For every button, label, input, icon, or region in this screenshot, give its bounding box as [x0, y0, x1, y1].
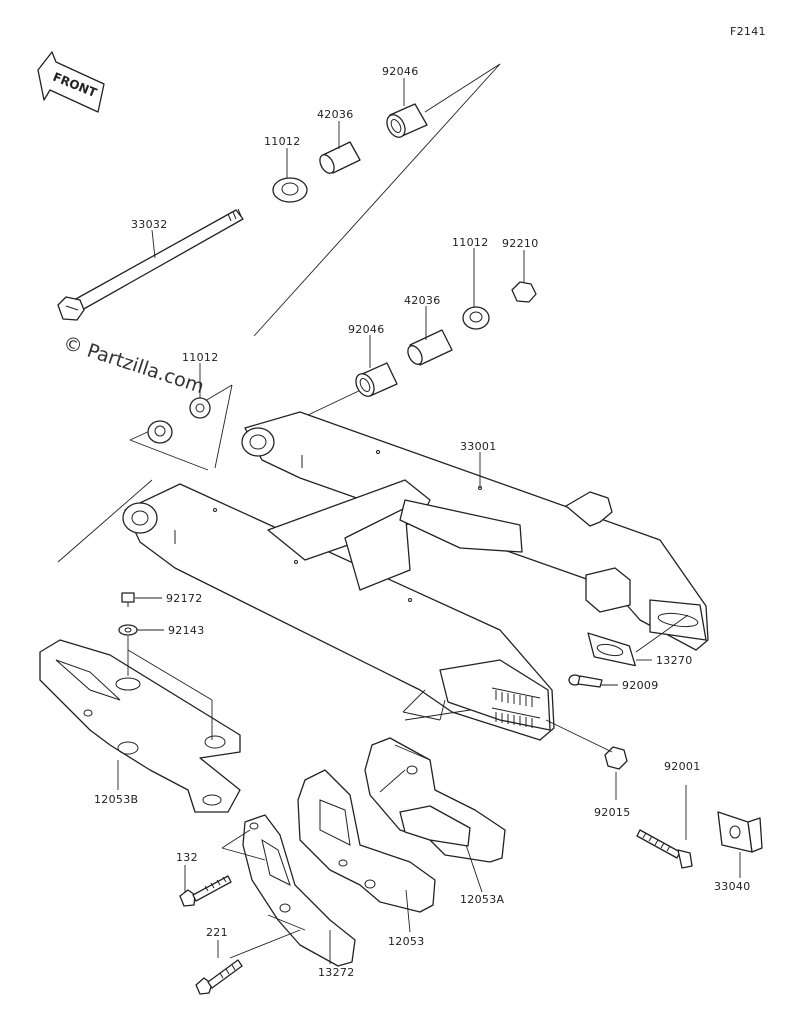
collar-11012-mid — [462, 306, 490, 330]
sleeve-42036-top — [319, 141, 361, 174]
washer-92143 — [118, 624, 138, 636]
bolt-221 — [195, 959, 243, 995]
label-92210: 92210 — [502, 237, 539, 250]
nut-92210 — [511, 281, 537, 303]
label-92009: 92009 — [622, 679, 659, 692]
label-33040: 33040 — [714, 880, 751, 893]
label-12053: 12053 — [388, 935, 425, 948]
label-12053A: 12053A — [460, 893, 504, 906]
label-13272: 13272 — [318, 966, 355, 979]
label-92143: 92143 — [168, 624, 205, 637]
label-13270: 13270 — [656, 654, 693, 667]
collar-11012-left-b — [189, 397, 211, 419]
label-42036-top: 42036 — [317, 108, 354, 121]
plate-13270 — [587, 632, 636, 667]
front-arrow-icon: FRONT — [37, 51, 105, 113]
swingarm-33001 — [122, 411, 709, 741]
sleeve-42036-mid — [407, 329, 453, 366]
block-33040 — [717, 811, 763, 853]
label-11012-top: 11012 — [264, 135, 301, 148]
bolt-92001 — [636, 829, 693, 869]
chain-guide-12053A — [364, 737, 506, 863]
label-33032: 33032 — [131, 218, 168, 231]
figure-code: F2141 — [730, 25, 766, 38]
bearing-92046-top — [386, 103, 428, 138]
watermark: © Partzilla.com — [60, 332, 206, 398]
nut-92015 — [604, 746, 628, 770]
bolt-92172 — [121, 592, 135, 607]
label-92046-mid: 92046 — [348, 323, 385, 336]
label-132: 132 — [176, 851, 198, 864]
label-92172: 92172 — [166, 592, 203, 605]
label-221: 221 — [206, 926, 228, 939]
screw-92009 — [568, 674, 603, 688]
label-92015: 92015 — [594, 806, 631, 819]
collar-11012-left — [147, 420, 173, 444]
chain-guide-12053 — [297, 769, 436, 913]
label-92001: 92001 — [664, 760, 701, 773]
plate-13272 — [242, 814, 356, 967]
chain-guide-12053B — [39, 639, 241, 813]
leader-lines — [117, 78, 741, 964]
part-labels: 92046 42036 11012 33032 92210 11012 4203… — [94, 65, 751, 979]
label-11012-mid: 11012 — [452, 236, 489, 249]
pivot-shaft-33032 — [57, 208, 244, 321]
label-92046-top: 92046 — [382, 65, 419, 78]
label-33001: 33001 — [460, 440, 497, 453]
label-12053B: 12053B — [94, 793, 138, 806]
bolt-132 — [179, 875, 232, 907]
collar-11012-top — [272, 177, 308, 203]
label-11012-left: 11012 — [182, 351, 219, 364]
guide-lines — [57, 63, 501, 563]
bearing-92046-mid — [355, 362, 398, 397]
label-42036-mid: 42036 — [404, 294, 441, 307]
